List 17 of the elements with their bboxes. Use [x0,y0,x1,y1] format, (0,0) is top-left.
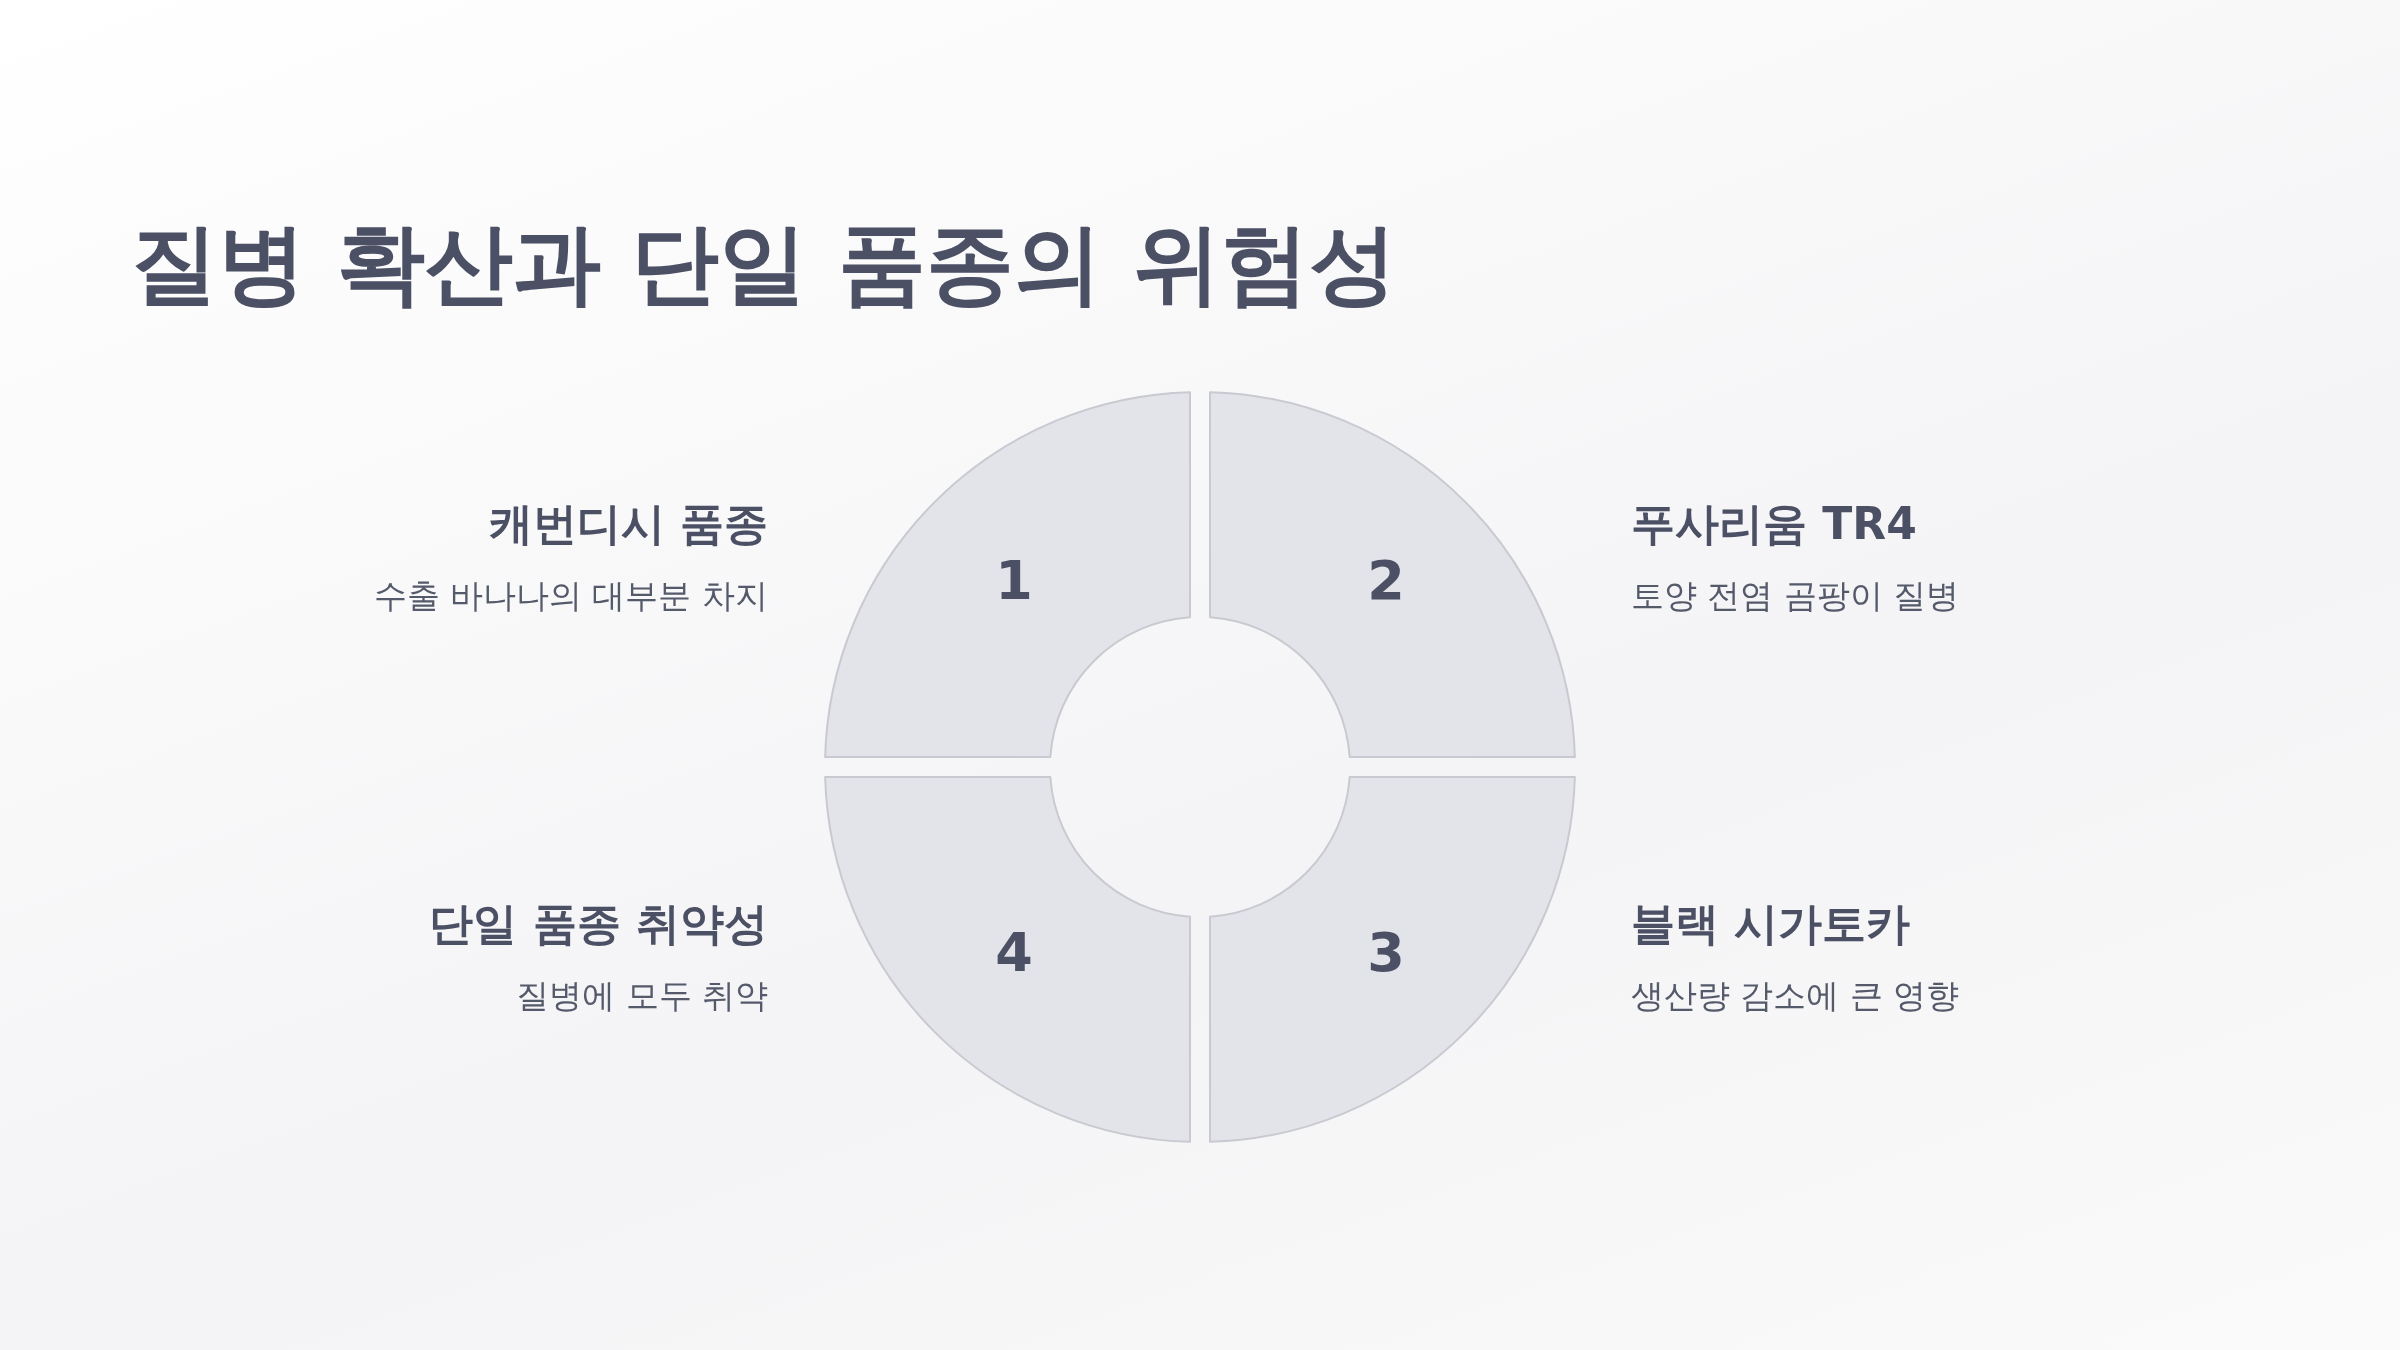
slide-title: 질병 확산과 단일 품종의 위험성 [130,211,1397,317]
segment-number: 2 [1367,554,1405,608]
segment-number: 3 [1367,926,1405,980]
ring-segment [824,391,1190,757]
segment-number: 1 [995,554,1033,608]
segment-description: 수출 바나나의 대부분 차지 [373,576,768,616]
segment-heading: 블랙 시가토카 [1631,898,1911,951]
segment-heading: 단일 품종 취약성 [429,898,768,951]
ring-segment [1210,391,1576,757]
segment-description: 토양 전염 곰팡이 질병 [1631,576,1960,616]
segment-description: 생산량 감소에 큰 영향 [1631,976,1960,1016]
segment-heading: 캐번디시 품종 [488,498,768,551]
segment-heading: 푸사리움 TR4 [1631,498,1917,551]
segment-number: 4 [995,926,1033,980]
ring-segment [824,777,1190,1143]
segment-description: 질병에 모두 취약 [516,976,768,1016]
ring-segment [1210,777,1576,1143]
